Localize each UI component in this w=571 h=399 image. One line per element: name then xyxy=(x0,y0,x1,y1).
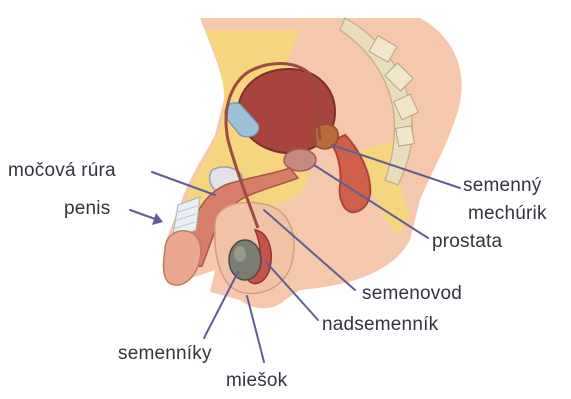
label-urethra: močová rúra xyxy=(8,160,116,182)
label-scrotum: miešok xyxy=(226,370,287,392)
glans xyxy=(163,231,200,285)
label-epididymis: nadsemenník xyxy=(322,314,438,336)
label-penis: penis xyxy=(64,198,110,220)
label-vas-deferens: semenovod xyxy=(362,283,462,305)
testis xyxy=(229,240,261,280)
label-testes: semenníky xyxy=(118,343,212,365)
label-prostate: prostata xyxy=(432,231,502,253)
label-seminal-vesicle-line2: mechúrik xyxy=(468,203,547,225)
leader-line-penis xyxy=(130,210,158,220)
label-seminal-vesicle-line1: semenný xyxy=(463,175,542,197)
